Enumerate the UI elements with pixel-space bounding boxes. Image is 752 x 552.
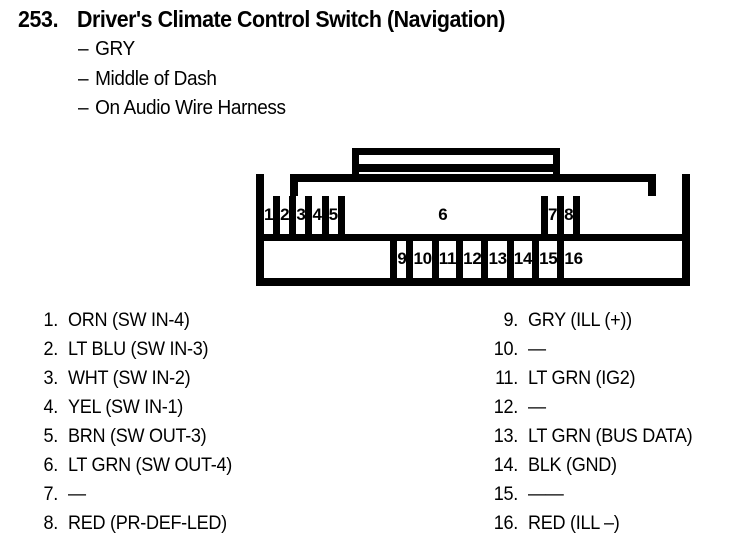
pin-number: 5.	[43, 426, 59, 447]
detail-line-location: –Middle of Dash	[78, 68, 217, 91]
pin-description: LT GRN (IG2)	[528, 368, 636, 389]
bullet-dash-icon: –	[78, 38, 89, 60]
pin-number: 11.	[495, 368, 518, 389]
pinout-item: 4. YEL (SW IN-1)	[24, 397, 241, 426]
pin-cell: 16	[564, 240, 583, 278]
pin-cell: 6	[344, 196, 548, 234]
pin-number: 6.	[43, 455, 59, 476]
pinout-item: 10. —	[484, 339, 701, 368]
detail-line-color: –GRY	[78, 38, 135, 61]
entry-number: 253.	[18, 6, 59, 32]
pin-description: YEL (SW IN-1)	[68, 397, 183, 418]
bullet-dash-icon: –	[78, 97, 89, 119]
pin-description: WHT (SW IN-2)	[68, 368, 191, 389]
pinout-item: 11. LT GRN (IG2)	[484, 368, 701, 397]
pin-cell: 3	[296, 196, 313, 234]
pinout-item: 2. LT BLU (SW IN-3)	[24, 339, 241, 368]
pin-cell: 14	[513, 240, 540, 278]
connector-key-riser-left	[290, 174, 298, 196]
connector-row-bottom: 9 10 11 12 13 14 15 16	[264, 240, 682, 278]
pin-number: 14.	[493, 455, 519, 476]
pinout-item: 1. ORN (SW IN-4)	[24, 310, 241, 339]
pin-cell: 1	[264, 196, 281, 234]
pin-description: RED (ILL –)	[528, 513, 620, 534]
pin-number: 16.	[493, 513, 519, 534]
entry-title: Driver's Climate Control Switch (Navigat…	[77, 6, 506, 32]
connector-pin-grid: 1 2 3 4 5 6 7 8 9 10 11 12 13 14 15 16	[264, 196, 682, 278]
pin-description: —	[68, 484, 86, 505]
pin-description: —	[528, 397, 546, 418]
pin-description: RED (PR-DEF-LED)	[68, 513, 227, 534]
pinout-item: 7. —	[24, 484, 241, 513]
pin-cell: 4	[312, 196, 329, 234]
pin-description: LT GRN (SW OUT-4)	[68, 455, 232, 476]
bullet-dash-icon: –	[78, 68, 89, 90]
connector-notch-left	[264, 174, 290, 196]
pin-number: 8.	[43, 513, 59, 534]
pin-description: BRN (SW OUT-3)	[68, 426, 207, 447]
detail-text: GRY	[95, 38, 135, 60]
pin-cell: 11	[438, 240, 464, 278]
detail-line-harness: –On Audio Wire Harness	[78, 97, 286, 120]
pinout-list-left: 1. ORN (SW IN-4) 2. LT BLU (SW IN-3) 3. …	[24, 310, 241, 542]
pin-cell: 9	[397, 240, 414, 278]
pin-cell-empty	[264, 240, 398, 278]
pin-cell: 10	[413, 240, 439, 278]
pinout-item: 13. LT GRN (BUS DATA)	[484, 426, 701, 455]
pinout-item: 12. —	[484, 397, 701, 426]
pinout-item: 5. BRN (SW OUT-3)	[24, 426, 241, 455]
pin-cell-empty	[580, 196, 682, 234]
pin-number: 15.	[493, 484, 519, 505]
pin-cell: 8	[564, 196, 581, 234]
pin-number: 2.	[43, 339, 59, 360]
pin-description: BLK (GND)	[528, 455, 617, 476]
pinout-item: 3. WHT (SW IN-2)	[24, 368, 241, 397]
pin-cell: 7	[547, 196, 565, 234]
pinout-item: 15. ——	[484, 484, 701, 513]
pin-number: 9.	[503, 310, 519, 331]
connector-key-riser-right	[648, 174, 656, 196]
pin-description: LT BLU (SW IN-3)	[68, 339, 209, 360]
pin-description: ORN (SW IN-4)	[68, 310, 190, 331]
pin-number: 13.	[493, 426, 519, 447]
pin-cell: 2	[280, 196, 297, 234]
pin-number: 1.	[43, 310, 59, 331]
pin-cell: 13	[488, 240, 514, 278]
pin-cell: 12	[463, 240, 489, 278]
pinout-item: 14. BLK (GND)	[484, 455, 701, 484]
pin-number: 12.	[493, 397, 519, 418]
pinout-item: 9. GRY (ILL (+))	[484, 310, 701, 339]
pin-number: 7.	[43, 484, 59, 505]
pinout-item: 8. RED (PR-DEF-LED)	[24, 513, 241, 542]
pin-cell: 5	[328, 196, 345, 234]
pinout-list-right: 9. GRY (ILL (+)) 10. — 11. LT GRN (IG2) …	[484, 310, 701, 542]
pin-cell: 15	[539, 240, 565, 278]
pin-description: GRY (ILL (+))	[528, 310, 632, 331]
connector-diagram: 1 2 3 4 5 6 7 8 9 10 11 12 13 14 15 16	[256, 148, 690, 286]
detail-text: Middle of Dash	[95, 68, 217, 90]
pin-description: LT GRN (BUS DATA)	[528, 426, 693, 447]
pin-number: 10.	[493, 339, 519, 360]
pin-number: 3.	[43, 368, 59, 389]
page-title: 253. Driver's Climate Control Switch (Na…	[18, 6, 537, 33]
detail-text: On Audio Wire Harness	[95, 97, 286, 119]
pinout-item: 6. LT GRN (SW OUT-4)	[24, 455, 241, 484]
pin-description: ——	[528, 484, 564, 505]
connector-latch-rail	[352, 164, 560, 172]
pinout-item: 16. RED (ILL –)	[484, 513, 701, 542]
pin-description: —	[528, 339, 546, 360]
connector-notch-right	[656, 174, 682, 196]
pin-number: 4.	[43, 397, 59, 418]
connector-row-top: 1 2 3 4 5 6 7 8	[264, 196, 682, 241]
